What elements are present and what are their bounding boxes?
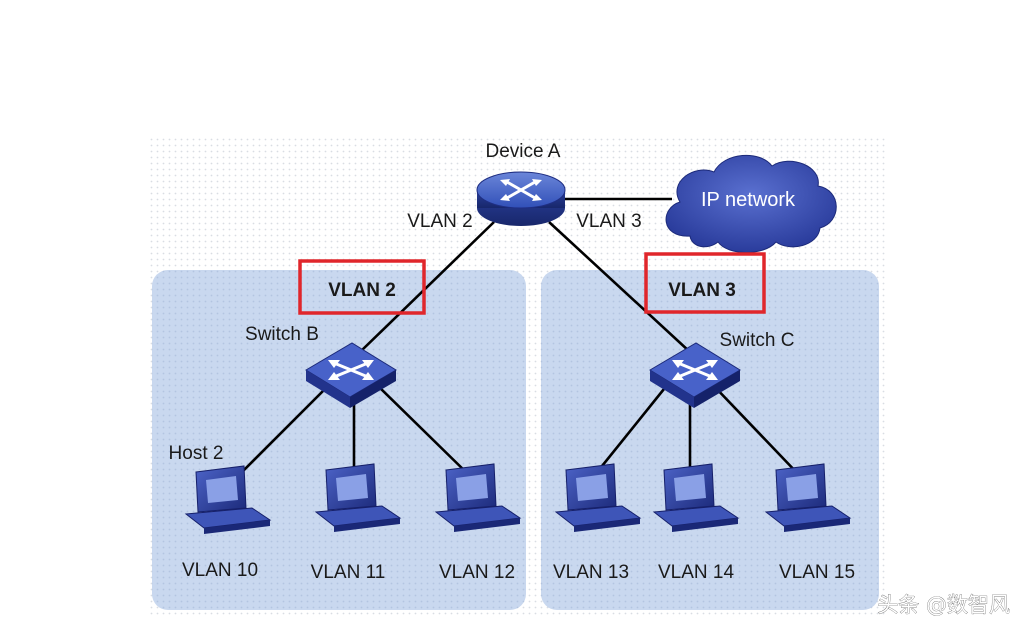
host-vlan-label: VLAN 11 — [311, 562, 386, 583]
ip-network-cloud: IP network — [665, 154, 837, 253]
host-vlan-label: VLAN 13 — [553, 562, 629, 583]
host-computer-icon — [434, 463, 522, 532]
device-a-router-icon — [476, 171, 566, 226]
device-a-label: Device A — [486, 141, 561, 162]
host-computer-icon — [314, 463, 402, 532]
vlan2-highlight-box: VLAN 2 — [298, 259, 426, 315]
host-computer-icon — [652, 463, 740, 532]
host-2-label: Host 2 — [169, 443, 224, 464]
switch-c-icon — [649, 342, 741, 408]
uplink-vlan2-label: VLAN 2 — [407, 211, 472, 232]
vlan3-group-label: VLAN 3 — [668, 280, 736, 301]
host-vlan-label: VLAN 12 — [439, 562, 515, 583]
vlan2-group-area — [152, 270, 526, 610]
uplink-vlan3-label: VLAN 3 — [576, 211, 641, 232]
vlan3-highlight-box: VLAN 3 — [644, 252, 766, 314]
watermark: 头条 @数智风 — [877, 593, 1010, 617]
link-c-to-host-13 — [592, 383, 670, 477]
switch-c-label: Switch C — [720, 330, 795, 351]
vlan2-group-label: VLAN 2 — [328, 280, 396, 301]
host-vlan-label: VLAN 10 — [182, 560, 258, 581]
switch-b-icon — [305, 342, 397, 408]
cloud-label: IP network — [701, 189, 796, 211]
host-computer-icon — [554, 463, 642, 532]
link-c-to-host-15 — [711, 383, 801, 477]
host-computer-icon — [184, 465, 272, 534]
link-b-to-host-10 — [231, 383, 331, 483]
switch-b-label: Switch B — [245, 324, 319, 345]
vlan3-group-area — [541, 270, 879, 610]
link-a-to-switch-b — [359, 221, 495, 353]
host-vlan-label: VLAN 15 — [779, 562, 855, 583]
host-computer-icon — [764, 463, 852, 532]
link-a-to-switch-c — [548, 221, 691, 353]
host-vlan-label: VLAN 14 — [658, 562, 734, 583]
link-b-to-host-12 — [375, 383, 471, 477]
